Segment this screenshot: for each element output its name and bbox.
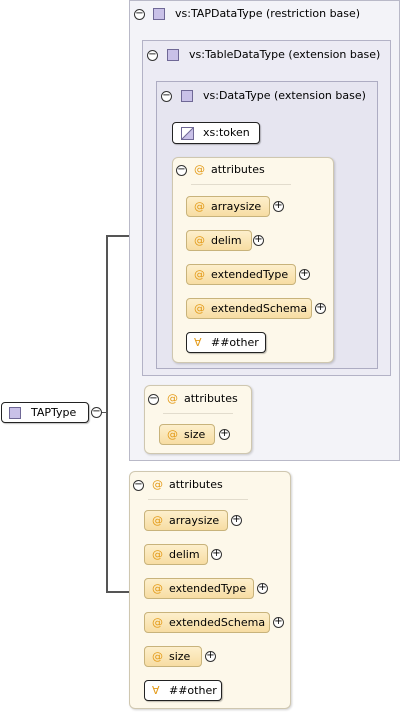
attribute-node[interactable]: @ delim (186, 230, 252, 251)
table-data-type-icon (167, 49, 179, 61)
attributes-collapse-icon[interactable]: − (176, 164, 187, 176)
attributes-group-label: attributes (184, 392, 238, 405)
attributes-divider (191, 184, 291, 185)
attribute-label: extendedSchema (211, 302, 308, 315)
attribute-node[interactable]: @ arraysize (186, 196, 270, 217)
simple-type-icon (181, 127, 194, 140)
restriction-label: vs:TAPDataType (restriction base) (175, 7, 361, 20)
attribute-icon: @ (194, 200, 205, 213)
expand-icon[interactable]: + (231, 514, 242, 526)
own-attributes-group: − @ attributes @ arraysize + @ delim + @… (129, 471, 291, 709)
data-type-attributes-group: − @ attributes @ arraysize + @ delim + @… (172, 157, 334, 363)
expand-icon[interactable]: + (273, 200, 284, 212)
restriction-collapse-icon[interactable]: − (134, 8, 145, 20)
attribute-label: arraysize (211, 200, 262, 213)
connector-stub (101, 412, 107, 413)
any-attribute-node[interactable]: ∀ ##other (144, 680, 222, 701)
attribute-node[interactable]: @ extendedType (144, 578, 254, 599)
attributes-group-label: attributes (169, 478, 223, 491)
attribute-node[interactable]: @ size (159, 424, 215, 445)
attribute-label: extendedType (169, 582, 247, 595)
expand-icon[interactable]: + (219, 428, 230, 440)
restriction-base-box: − vs:TAPDataType (restriction base) − vs… (129, 0, 400, 461)
expand-icon[interactable]: + (299, 268, 310, 280)
attribute-label: delim (211, 234, 242, 247)
attribute-icon: @ (194, 234, 205, 247)
wildcard-icon: ∀ (152, 684, 160, 697)
attribute-label: size (169, 650, 191, 663)
attribute-label: extendedSchema (169, 616, 266, 629)
data-type-label: vs:DataType (extension base) (203, 89, 366, 102)
token-node[interactable]: xs:token (172, 122, 260, 144)
attributes-collapse-icon[interactable]: − (148, 393, 159, 405)
attribute-node[interactable]: @ extendedSchema (186, 298, 312, 319)
attribute-icon: @ (194, 268, 205, 281)
attribute-icon: @ (194, 302, 205, 315)
connector-branch-bottom (106, 591, 130, 593)
attribute-node[interactable]: @ size (144, 646, 202, 667)
attribute-group-icon: @ (194, 163, 205, 176)
attribute-label: size (184, 428, 206, 441)
attribute-icon: @ (152, 582, 163, 595)
any-attribute-node[interactable]: ∀ ##other (186, 332, 266, 353)
attribute-node[interactable]: @ delim (144, 544, 208, 565)
attribute-icon: @ (152, 514, 163, 527)
table-data-type-box: − vs:TableDataType (extension base) − vs… (142, 40, 391, 376)
attribute-icon: @ (152, 616, 163, 629)
expand-icon[interactable]: + (257, 582, 268, 594)
restriction-attributes-group: − @ attributes @ size + (144, 385, 252, 454)
attributes-collapse-icon[interactable]: − (133, 479, 144, 491)
expand-icon[interactable]: + (315, 302, 326, 314)
attribute-node[interactable]: @ extendedType (186, 264, 296, 285)
root-type-node[interactable]: TAPType (1, 402, 89, 423)
attribute-icon: @ (152, 650, 163, 663)
attributes-divider (148, 499, 248, 500)
table-data-type-label: vs:TableDataType (extension base) (189, 48, 381, 61)
attribute-icon: @ (152, 548, 163, 561)
attribute-label: delim (169, 548, 200, 561)
attribute-group-icon: @ (167, 392, 178, 405)
attribute-group-icon: @ (152, 478, 163, 491)
data-type-box: − vs:DataType (extension base) xs:token … (156, 81, 378, 369)
complex-type-icon (9, 407, 21, 419)
attribute-label: extendedType (211, 268, 289, 281)
wildcard-icon: ∀ (194, 336, 202, 349)
connector-branch-top (106, 235, 130, 237)
expand-icon[interactable]: + (253, 234, 264, 246)
attributes-group-label: attributes (211, 163, 265, 176)
attribute-label: arraysize (169, 514, 220, 527)
any-attribute-label: ##other (169, 684, 217, 697)
expand-icon[interactable]: + (273, 616, 284, 628)
data-type-collapse-icon[interactable]: − (161, 90, 172, 102)
expand-icon[interactable]: + (205, 650, 216, 662)
attributes-divider (163, 413, 233, 414)
expand-icon[interactable]: + (211, 548, 222, 560)
table-data-type-collapse-icon[interactable]: − (147, 49, 158, 61)
connector-trunk (106, 236, 108, 592)
restriction-type-icon (153, 8, 165, 20)
attribute-node[interactable]: @ extendedSchema (144, 612, 270, 633)
data-type-icon (181, 90, 193, 102)
token-label: xs:token (203, 126, 250, 139)
root-collapse-icon[interactable]: − (91, 406, 102, 418)
attribute-icon: @ (167, 428, 178, 441)
any-attribute-label: ##other (211, 336, 259, 349)
root-type-label: TAPType (31, 406, 77, 419)
attribute-node[interactable]: @ arraysize (144, 510, 228, 531)
